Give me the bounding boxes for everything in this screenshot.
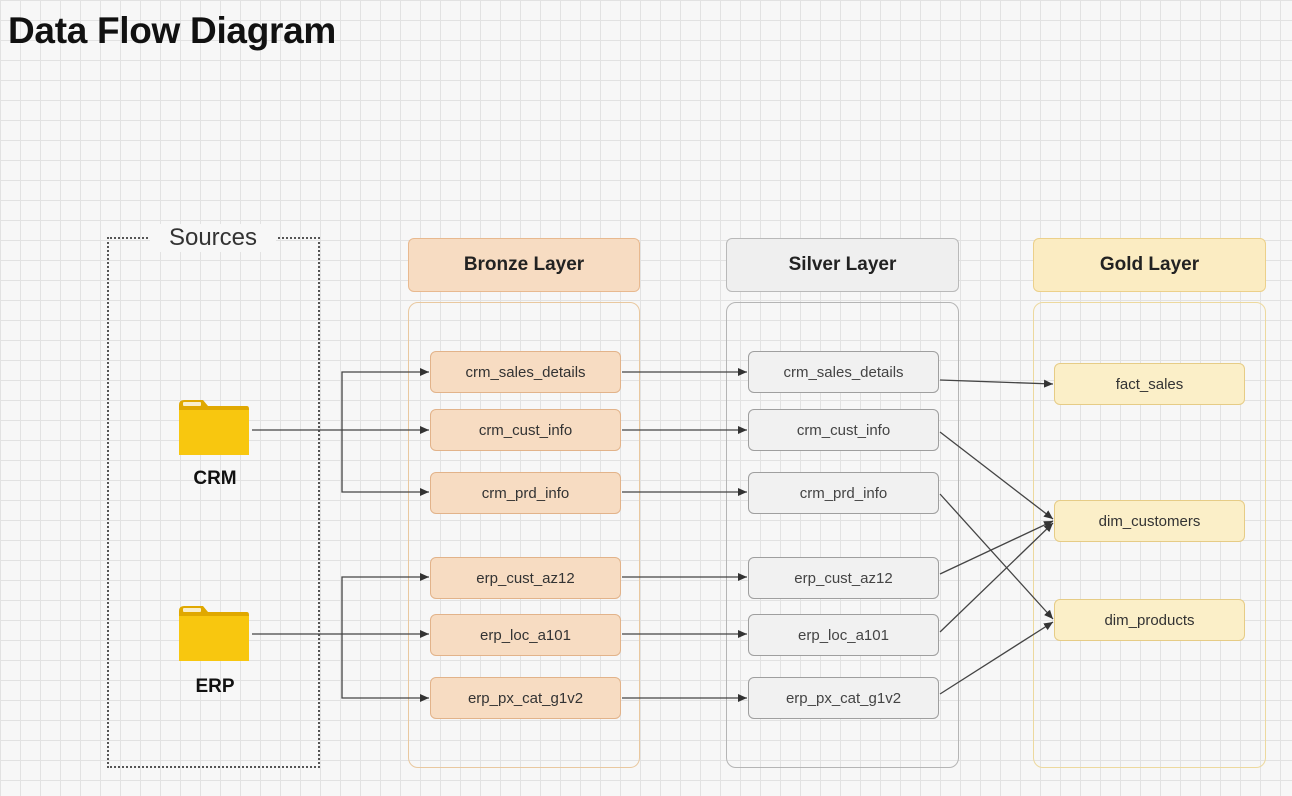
bronze-table-erp-cust-az12: erp_cust_az12 [430, 557, 621, 599]
folder-icon [179, 606, 249, 661]
bronze-table-crm-cust-info: crm_cust_info [430, 409, 621, 451]
gold-table-dim-customers: dim_customers [1054, 500, 1245, 542]
gold-table-dim-products: dim_products [1054, 599, 1245, 641]
silver-table-crm-prd-info: crm_prd_info [748, 472, 939, 514]
source-crm-label: CRM [193, 468, 237, 489]
bronze-layer-panel [408, 302, 640, 768]
bronze-table-crm-prd-info: crm_prd_info [430, 472, 621, 514]
sources-label: Sources [150, 224, 276, 252]
gold-layer-header: Gold Layer [1033, 238, 1266, 292]
bronze-layer-header: Bronze Layer [408, 238, 640, 292]
source-erp-label: ERP [195, 676, 235, 697]
silver-layer-header: Silver Layer [726, 238, 959, 292]
silver-table-erp-px-cat-g1v2: erp_px_cat_g1v2 [748, 677, 939, 719]
folder-icon [179, 400, 249, 455]
silver-table-crm-sales-details: crm_sales_details [748, 351, 939, 393]
silver-table-crm-cust-info: crm_cust_info [748, 409, 939, 451]
bronze-table-erp-loc-a101: erp_loc_a101 [430, 614, 621, 656]
bronze-table-erp-px-cat-g1v2: erp_px_cat_g1v2 [430, 677, 621, 719]
silver-table-erp-loc-a101: erp_loc_a101 [748, 614, 939, 656]
gold-table-fact-sales: fact_sales [1054, 363, 1245, 405]
silver-table-erp-cust-az12: erp_cust_az12 [748, 557, 939, 599]
page-title: Data Flow Diagram [8, 10, 336, 51]
bronze-table-crm-sales-details: crm_sales_details [430, 351, 621, 393]
